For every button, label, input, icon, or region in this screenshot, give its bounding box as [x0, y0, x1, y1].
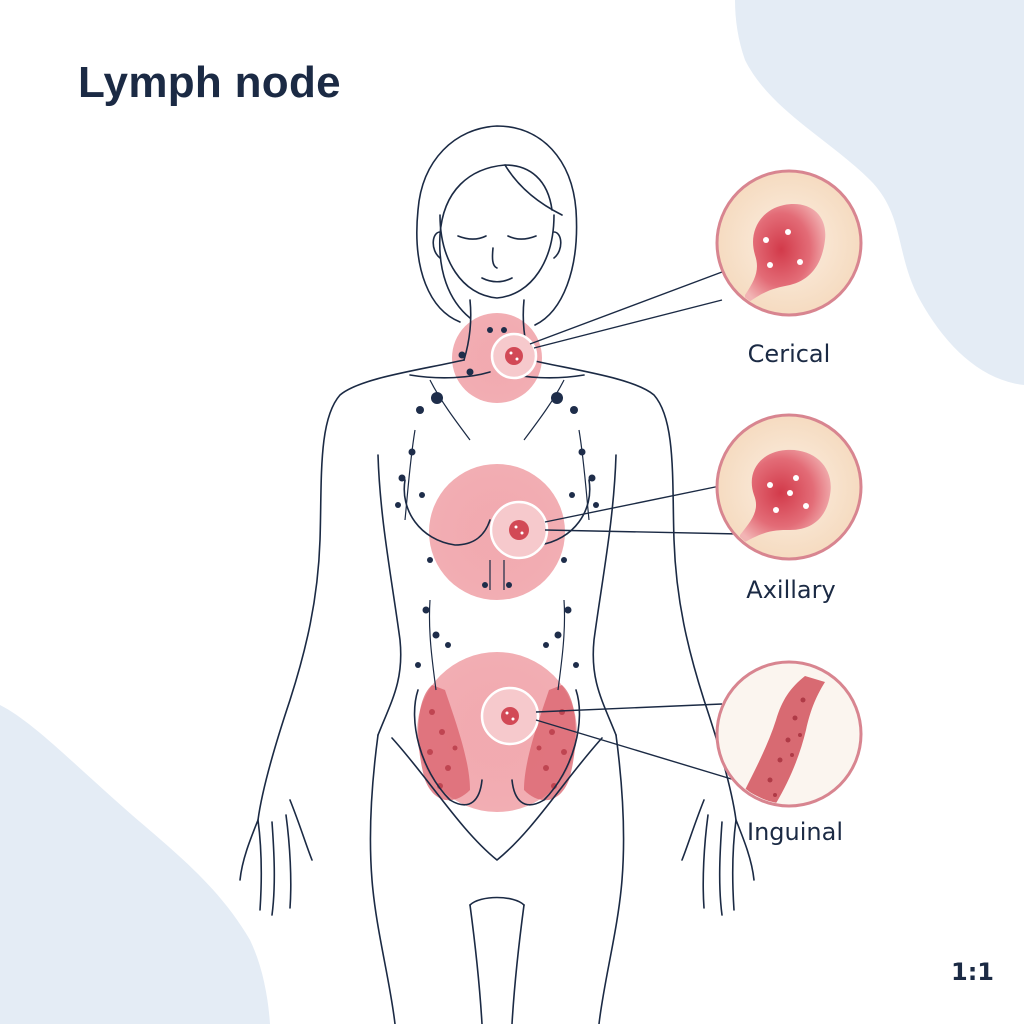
cervical-label: Cerical — [704, 340, 874, 368]
axillary-focal-node — [491, 502, 547, 558]
inguinal-inset — [717, 662, 861, 806]
axillary-inset — [717, 415, 861, 559]
cervical-focal-node — [492, 334, 536, 378]
cervical-inset — [717, 171, 861, 315]
page-title: Lymph node — [78, 58, 341, 108]
axillary-label: Axillary — [706, 576, 876, 604]
background-blob-bottom-left — [0, 705, 270, 1024]
inguinal-label: Inguinal — [710, 818, 880, 846]
inguinal-focal-node — [482, 688, 538, 744]
aspect-ratio-label: 1:1 — [951, 958, 994, 986]
